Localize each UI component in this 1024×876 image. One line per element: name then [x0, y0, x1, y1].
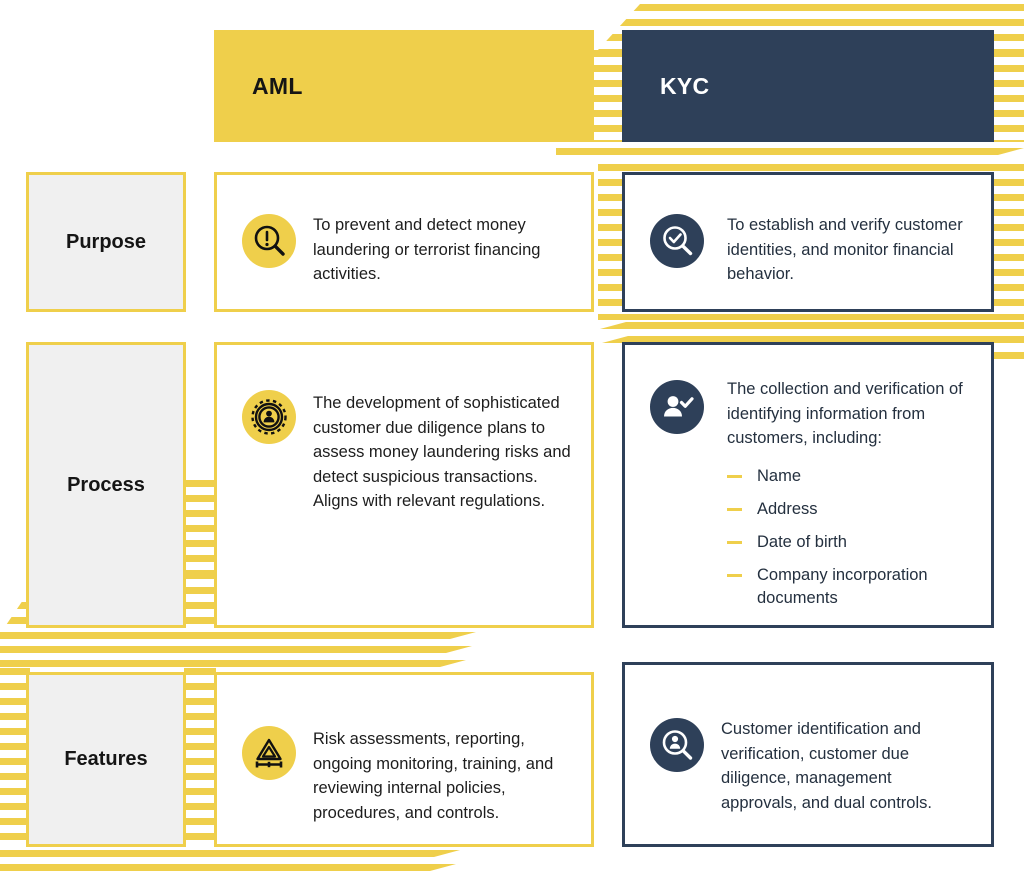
column-header-aml-label: AML [252, 72, 303, 99]
stripe-line-purpose-bottom-2 [602, 336, 1024, 343]
row-label-features: Features [26, 672, 186, 847]
stripe-line-purpose-bottom-1 [600, 322, 1024, 329]
stripe-band-features-left [0, 668, 30, 848]
card-kyc-process: The collection and verification of ident… [622, 342, 994, 628]
stripe-line-mid-1 [0, 632, 476, 639]
row-label-features-text: Features [64, 748, 148, 770]
warning-triangle-gauge-icon [241, 725, 297, 781]
card-aml-features-body: Risk assessments, reporting, ongoing mon… [313, 697, 571, 825]
card-aml-process: The development of sophisticated custome… [214, 342, 594, 628]
stripe-line-mid-3 [0, 660, 466, 667]
column-header-kyc-label: KYC [660, 72, 710, 99]
stripe-line-bottom-2 [0, 864, 456, 871]
person-check-icon [649, 379, 705, 435]
card-kyc-features-text: Customer identification and verification… [721, 720, 932, 812]
card-kyc-purpose-text: To establish and verify customer identit… [727, 216, 963, 283]
magnifier-alert-icon [241, 213, 297, 269]
stripe-line-below-kyc-header [556, 148, 1024, 155]
card-aml-purpose-text: To prevent and detect money laundering o… [313, 216, 541, 283]
card-aml-purpose-body: To prevent and detect money laundering o… [313, 197, 571, 287]
card-kyc-process-bullets: Name Address Date of birth Company incor… [727, 465, 971, 610]
gear-person-icon [241, 389, 297, 445]
card-kyc-features-body: Customer identification and verification… [721, 687, 971, 815]
list-item: Date of birth [727, 531, 971, 554]
column-header-kyc: KYC [622, 30, 994, 142]
stripe-band-features-label-right [184, 668, 216, 848]
list-item: Company incorporation documents [727, 564, 971, 610]
row-label-process: Process [26, 342, 186, 628]
card-kyc-process-text: The collection and verification of ident… [727, 380, 963, 447]
card-kyc-purpose-body: To establish and verify customer identit… [727, 197, 971, 287]
row-label-purpose: Purpose [26, 172, 186, 312]
card-aml-features: Risk assessments, reporting, ongoing mon… [214, 672, 594, 847]
card-kyc-features: Customer identification and verification… [622, 662, 994, 847]
card-aml-process-body: The development of sophisticated custome… [313, 367, 571, 514]
row-label-process-text: Process [67, 473, 145, 496]
card-aml-process-text: The development of sophisticated custome… [313, 394, 571, 510]
card-kyc-process-body: The collection and verification of ident… [727, 367, 971, 620]
stripe-line-mid-2 [0, 646, 472, 653]
list-item: Name [727, 465, 971, 488]
card-aml-purpose: To prevent and detect money laundering o… [214, 172, 594, 312]
card-kyc-purpose: To establish and verify customer identit… [622, 172, 994, 312]
magnifier-check-icon [649, 213, 705, 269]
list-item: Address [727, 498, 971, 521]
row-label-purpose-text: Purpose [65, 230, 147, 253]
magnifier-person-icon [649, 717, 705, 773]
card-aml-features-text: Risk assessments, reporting, ongoing mon… [313, 730, 554, 822]
column-header-aml: AML [214, 30, 594, 142]
stripe-line-bottom-1 [0, 850, 460, 857]
